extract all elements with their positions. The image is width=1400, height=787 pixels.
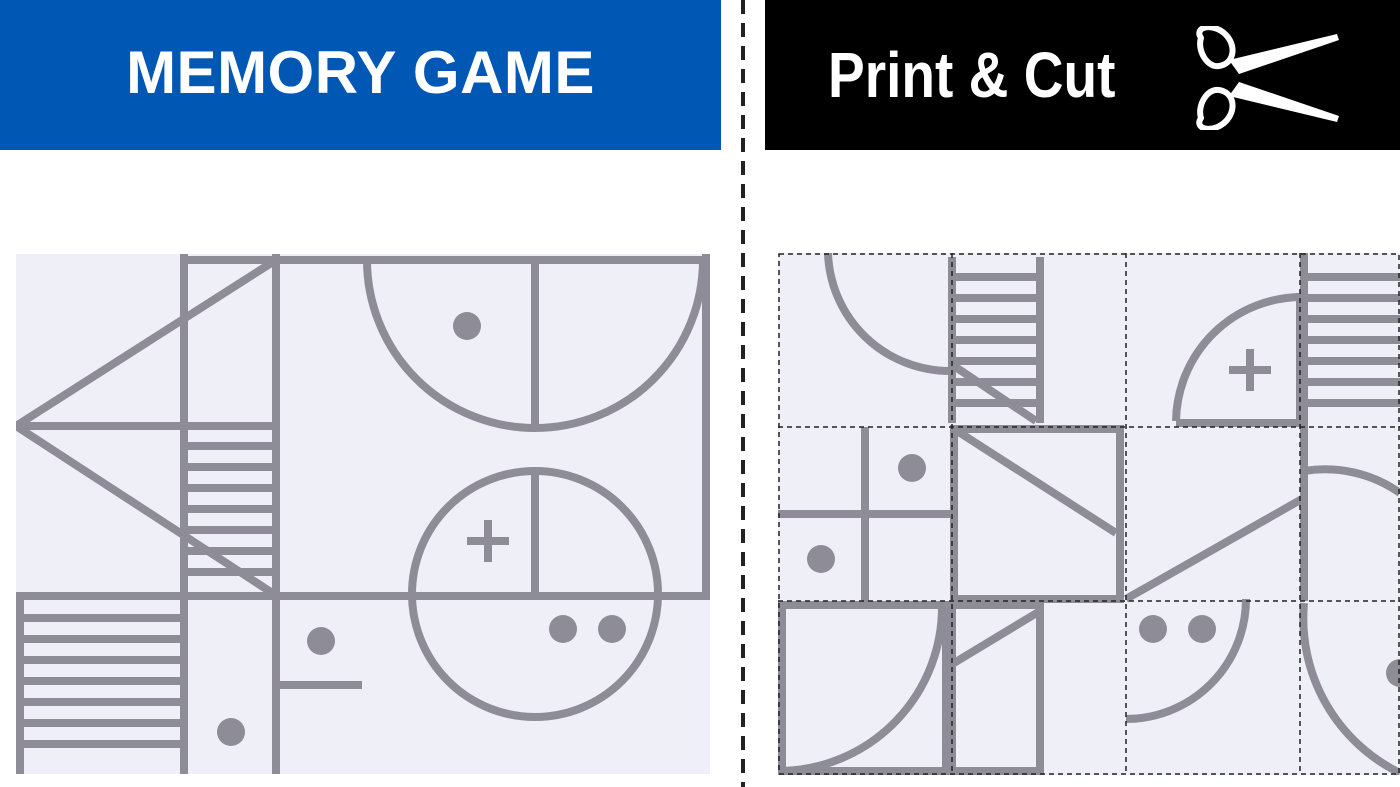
print-and-cut-banner: Print & Cut — [765, 0, 1400, 150]
memory-game-banner: MEMORY GAME — [0, 0, 721, 150]
print-and-cut-title: Print & Cut — [828, 39, 1116, 111]
print-and-cut-sheet — [778, 253, 1400, 775]
memory-game-board — [16, 254, 710, 774]
scissors-icon — [1196, 26, 1339, 130]
memory-game-title: MEMORY GAME — [126, 38, 595, 106]
